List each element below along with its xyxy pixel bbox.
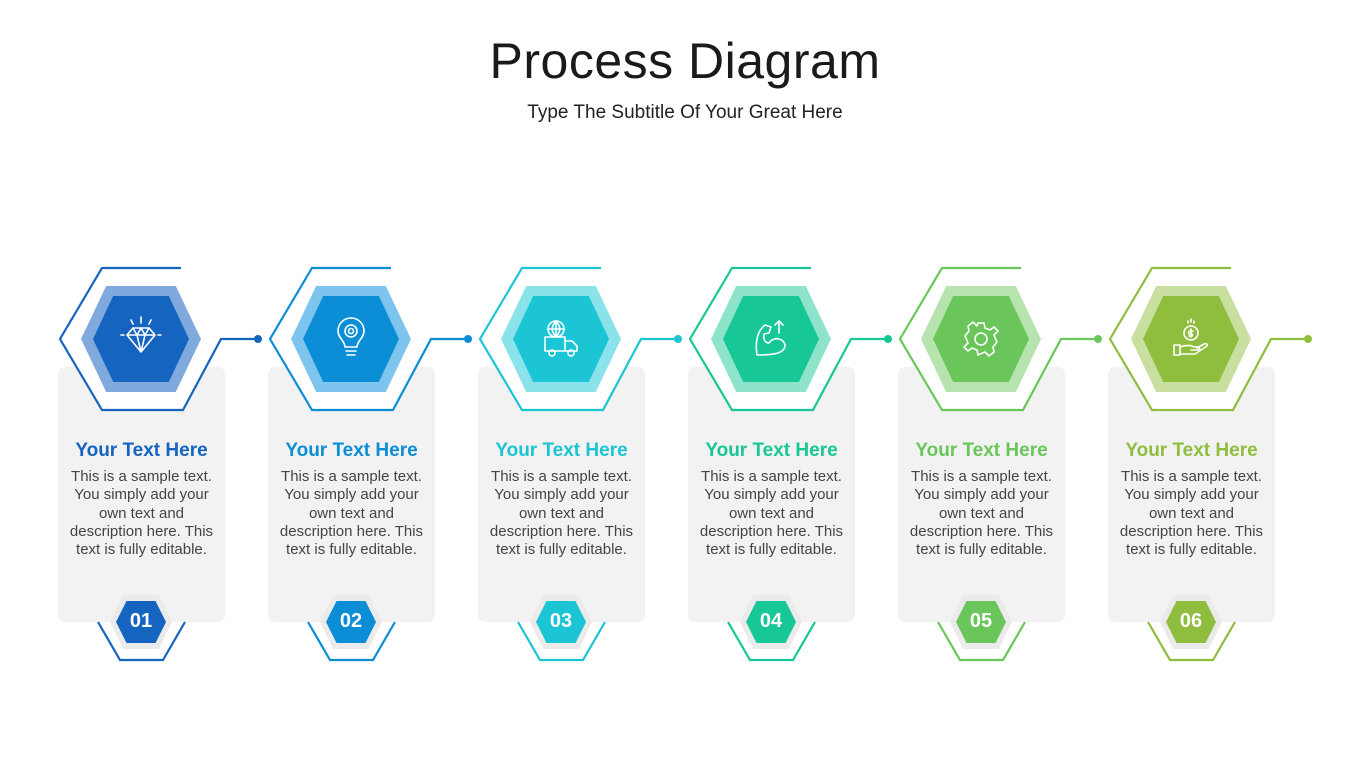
hand-coin-icon <box>1173 318 1209 356</box>
step-description: This is a sample text. You simply add yo… <box>489 468 634 559</box>
main-hex <box>933 296 1029 382</box>
bottom-hex-outline <box>727 621 816 662</box>
step-number: 03 <box>549 610 573 632</box>
step-description: This is a sample text. You simply add yo… <box>909 468 1054 559</box>
outer-hex-outline <box>58 266 258 412</box>
page-subtitle: Type The Subtitle Of Your Great Here <box>527 102 843 123</box>
process-step-3: Your Text Here This is a sample text. Yo… <box>470 260 740 680</box>
delivery-truck-globe-icon <box>544 320 578 357</box>
step-number: 04 <box>759 610 783 632</box>
step-description: This is a sample text. You simply add yo… <box>69 468 214 559</box>
step-heading: Your Text Here <box>75 440 208 461</box>
process-step-1: Your Text Here This is a sample text. Yo… <box>50 260 320 680</box>
connector-dot <box>1304 335 1312 343</box>
step-heading: Your Text Here <box>915 440 1048 461</box>
number-hex <box>1166 601 1216 643</box>
step-number: 05 <box>969 610 993 632</box>
connector-dot <box>884 335 892 343</box>
connector-dot <box>674 335 682 343</box>
bottom-hex-outline <box>937 621 1026 662</box>
step-graphic <box>688 266 892 662</box>
step-heading: Your Text Here <box>285 440 418 461</box>
outer-hex-outline <box>1108 266 1308 412</box>
step-graphic <box>898 266 1102 662</box>
connector-dot <box>1094 335 1102 343</box>
outer-hex-outline <box>688 266 888 412</box>
process-step-2: Your Text Here This is a sample text. Yo… <box>260 260 530 680</box>
step-graphic <box>268 266 472 662</box>
process-step-5: Your Text Here This is a sample text. Yo… <box>890 260 1160 680</box>
step-number: 01 <box>129 610 153 632</box>
step-graphic <box>478 266 682 662</box>
main-hex <box>1143 296 1239 382</box>
muscle-arm-icon <box>755 320 786 356</box>
step-description: This is a sample text. You simply add yo… <box>279 468 424 559</box>
lightbulb-gear-icon <box>337 317 365 356</box>
main-hex <box>513 296 609 382</box>
number-hex <box>956 601 1006 643</box>
bottom-hex-outline <box>1147 621 1236 662</box>
step-heading: Your Text Here <box>705 440 838 461</box>
step-number: 02 <box>339 610 363 632</box>
page-title: Process Diagram <box>489 33 881 89</box>
connector-dot <box>464 335 472 343</box>
outer-hex-outline <box>478 266 678 412</box>
number-hex <box>536 601 586 643</box>
step-number: 06 <box>1179 610 1203 632</box>
process-step-6: Your Text Here This is a sample text. Yo… <box>1100 260 1370 680</box>
outer-hex-outline <box>268 266 468 412</box>
number-hex <box>326 601 376 643</box>
bottom-hex-outline <box>517 621 606 662</box>
number-hex <box>116 601 166 643</box>
step-heading: Your Text Here <box>495 440 628 461</box>
connector-dot <box>254 335 262 343</box>
step-graphic <box>1108 266 1312 662</box>
step-description: This is a sample text. You simply add yo… <box>699 468 844 559</box>
main-hex <box>93 296 189 382</box>
step-description: This is a sample text. You simply add yo… <box>1119 468 1264 559</box>
process-step-4: Your Text Here This is a sample text. Yo… <box>680 260 950 680</box>
step-heading: Your Text Here <box>1125 440 1258 461</box>
outer-hex-outline <box>898 266 1098 412</box>
diamond-icon <box>120 316 162 353</box>
gear-icon <box>963 321 999 357</box>
main-hex <box>303 296 399 382</box>
main-hex <box>723 296 819 382</box>
bottom-hex-outline <box>307 621 396 662</box>
step-graphic <box>58 266 262 662</box>
bottom-hex-outline <box>97 621 186 662</box>
number-hex <box>746 601 796 643</box>
